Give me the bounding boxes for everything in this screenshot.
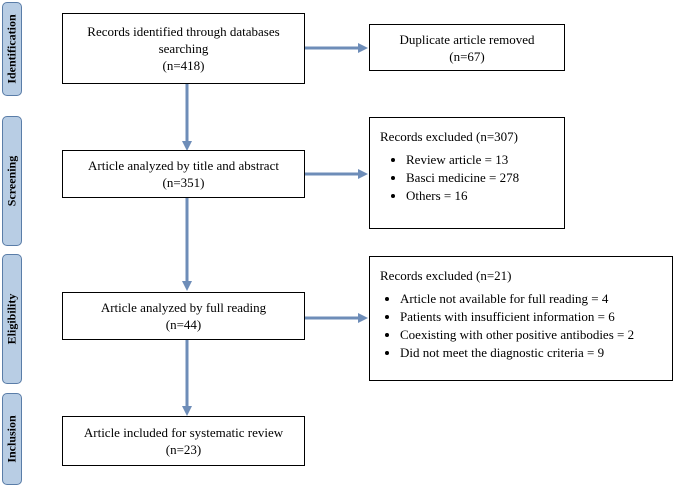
full-reading-count: (n=44) (165, 317, 202, 332)
included-count: (n=23) (165, 442, 202, 457)
list-item: Others = 16 (406, 187, 564, 205)
eligibility-excluded-list: Article not available for full reading =… (370, 290, 672, 362)
records-identified-box: Records identified through databases sea… (62, 13, 305, 84)
list-item: Basci medicine = 278 (406, 169, 564, 187)
stage-tab-eligibility: Eligibility (2, 254, 22, 384)
included-label: Article included for systematic review (83, 425, 284, 440)
list-item: Article not available for full reading =… (400, 290, 672, 308)
duplicates-removed-label: Duplicate article removed (399, 31, 535, 47)
list-item: Review article = 13 (406, 151, 564, 169)
duplicates-removed-count: (n=67) (449, 48, 485, 64)
records-identified-count: (n=418) (162, 58, 205, 73)
eligibility-excluded-box: Records excluded (n=21) Article not avai… (369, 256, 673, 381)
title-abstract-label: Article analyzed by title and abstract (88, 158, 279, 173)
eligibility-excluded-title: Records excluded (n=21) (380, 268, 512, 283)
screening-excluded-title: Records excluded (n=307) (380, 129, 519, 144)
list-item: Coexisting with other positive antibodie… (400, 326, 672, 344)
stage-tab-identification: Identification (2, 2, 22, 96)
records-identified-line1: Records identified through databases (87, 24, 280, 39)
screening-excluded-list: Review article = 13 Basci medicine = 278… (370, 151, 564, 205)
list-item: Patients with insufficient information =… (400, 308, 672, 326)
full-reading-label: Article analyzed by full reading (100, 300, 267, 315)
stage-tab-screening: Screening (2, 116, 22, 246)
records-identified-line2: searching (158, 41, 209, 56)
title-abstract-count: (n=351) (162, 175, 205, 190)
duplicates-removed-box: Duplicate article removed (n=67) (369, 24, 565, 71)
list-item: Did not meet the diagnostic criteria = 9 (400, 344, 672, 362)
stage-tab-inclusion: Inclusion (2, 393, 22, 485)
full-reading-box: Article analyzed by full reading (n=44) (62, 292, 305, 340)
title-abstract-box: Article analyzed by title and abstract (… (62, 150, 305, 198)
included-box: Article included for systematic review (… (62, 416, 305, 466)
screening-excluded-box: Records excluded (n=307) Review article … (369, 117, 565, 229)
